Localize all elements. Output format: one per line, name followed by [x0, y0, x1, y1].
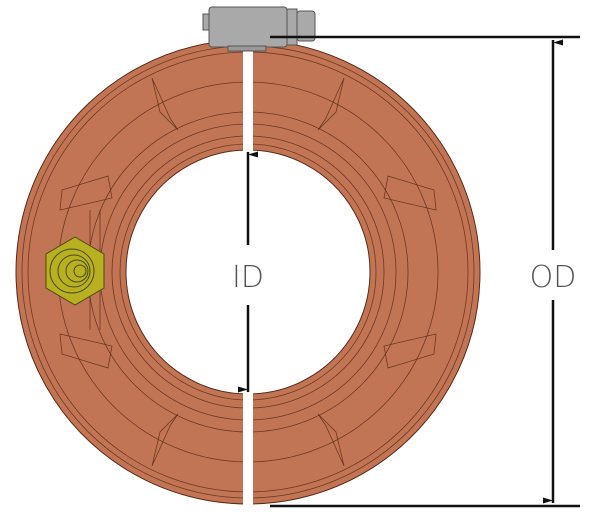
ring-body — [15, 39, 481, 505]
id-label: ID — [232, 260, 264, 295]
split-gap-bottom — [243, 392, 253, 508]
split-gap-top — [243, 38, 253, 152]
clamp — [202, 6, 316, 52]
nut-fitting — [45, 236, 105, 306]
ring-ribs — [59, 77, 437, 467]
od-label: OD — [530, 260, 577, 295]
